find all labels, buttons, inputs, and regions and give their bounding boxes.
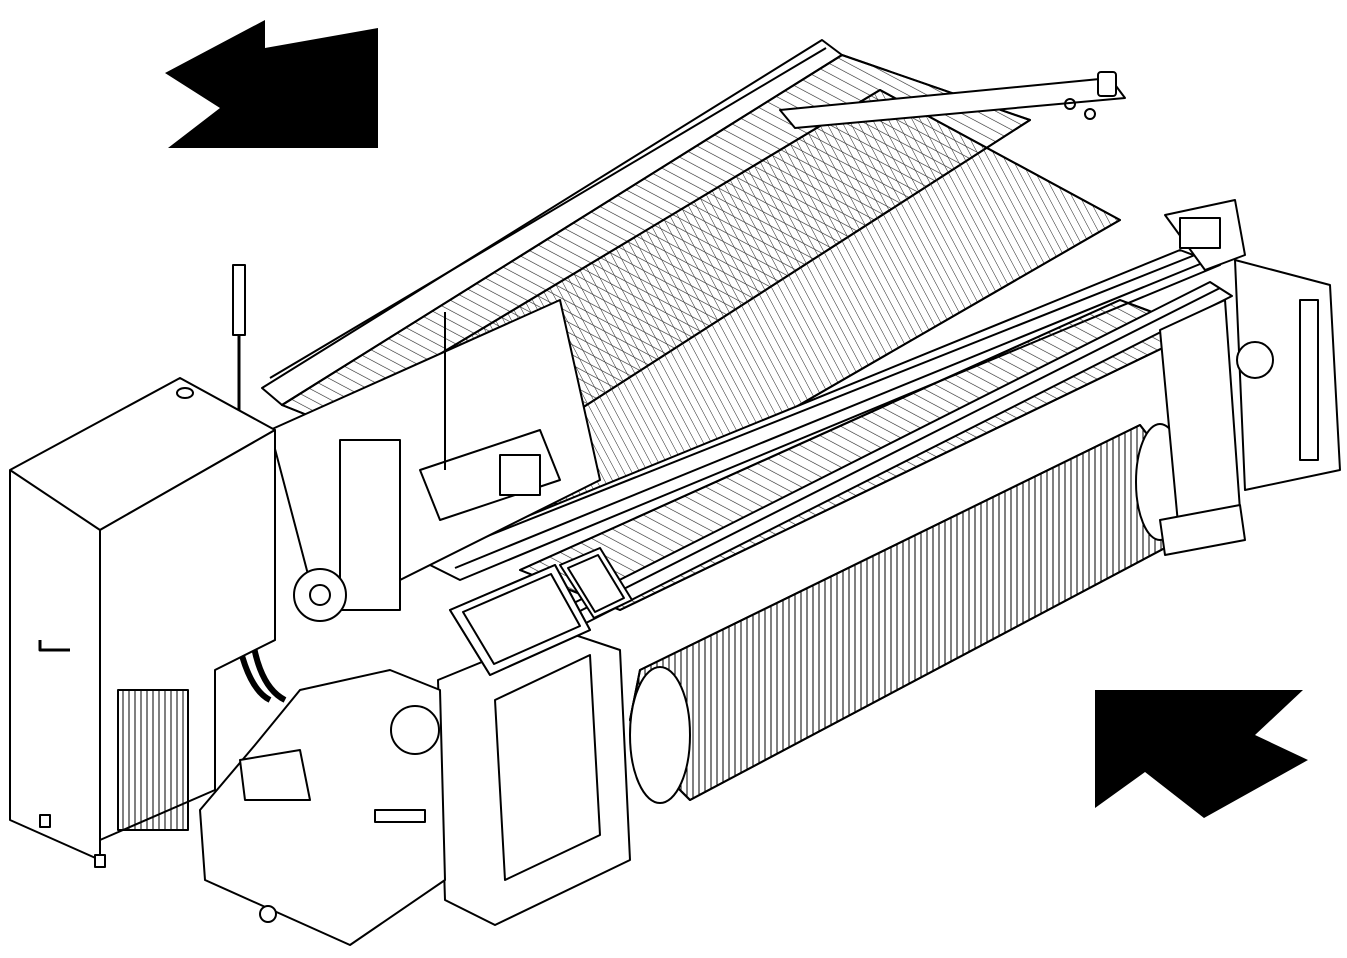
arrow-outgoing-icon [1095,690,1308,818]
arrow-incoming-icon [165,20,378,148]
motor-housing [199,669,446,946]
drive-mechanism [232,299,601,703]
harness-bar [779,71,1126,129]
keypad-panel[interactable] [559,547,633,619]
touchscreen-panel[interactable] [449,564,591,676]
control-cabinet [9,377,276,868]
base-plate [1159,504,1246,556]
